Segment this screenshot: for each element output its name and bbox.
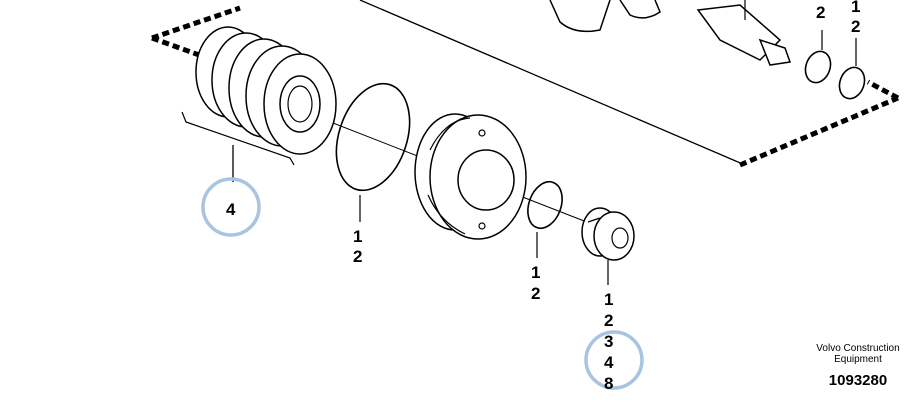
- spring-washer-stack: [195, 26, 337, 155]
- callout-group-4: 4: [226, 200, 236, 219]
- callout-plug-8: 8: [604, 374, 613, 393]
- callout-plug-3: 3: [604, 332, 613, 351]
- callout-top-ring-b-1: 1: [851, 0, 860, 16]
- callout-small-oring-1: 1: [531, 263, 540, 282]
- highlight-circle-group-4: [201, 177, 261, 237]
- callout-top-ring-a: 2: [816, 3, 825, 22]
- callout-large-oring-2: 2: [353, 247, 362, 266]
- plug: [581, 207, 635, 261]
- footer-brand-line-1: Volvo Construction: [816, 343, 899, 354]
- drawing-number: 1093280: [829, 372, 887, 389]
- small-o-ring: [527, 180, 563, 230]
- group-bracket: [181, 111, 295, 182]
- callout-small-oring-2: 2: [531, 284, 540, 303]
- callout-plug-2: 2: [604, 311, 613, 330]
- footer-brand-line-2: Equipment: [834, 354, 882, 365]
- callout-large-oring-1: 1: [353, 227, 362, 246]
- callout-plug-1: 1: [604, 290, 613, 309]
- upper-parts: [549, 0, 866, 100]
- highlight-circle-plug-4: [584, 330, 644, 390]
- piston-body: [414, 113, 527, 240]
- large-o-ring: [335, 82, 411, 192]
- callout-plug-4: 4: [604, 353, 614, 372]
- callout-top-ring-b-2: 2: [851, 17, 860, 36]
